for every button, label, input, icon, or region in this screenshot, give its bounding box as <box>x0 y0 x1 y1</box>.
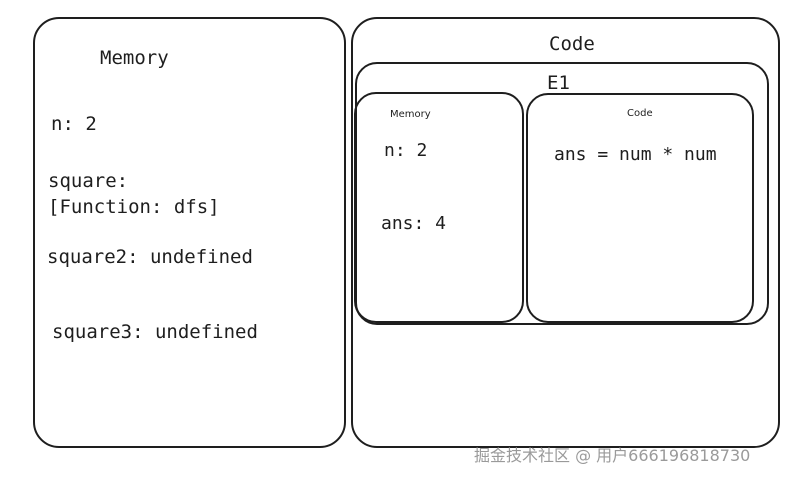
execution-context-title: E1 <box>547 72 570 94</box>
memory-entry-square-value: [Function: dfs] <box>48 196 220 218</box>
execution-context-e1 <box>355 62 769 325</box>
memory-entry-square2: square2: undefined <box>47 246 253 268</box>
global-code-panel <box>351 17 780 448</box>
global-memory-panel <box>33 17 346 448</box>
e1-code-line: ans = num * num <box>554 144 717 165</box>
e1-memory-entry-ans: ans: 4 <box>381 213 447 234</box>
memory-entry-square3: square3: undefined <box>52 321 258 343</box>
memory-entry-square: square: <box>48 170 129 192</box>
global-code-title: Code <box>549 33 595 55</box>
e1-code-panel <box>526 93 754 323</box>
memory-entry-n: n: 2 <box>51 113 97 135</box>
e1-code-title: Code <box>627 108 653 119</box>
e1-memory-panel <box>354 92 524 323</box>
global-memory-title: Memory <box>100 47 169 69</box>
watermark: 掘金技术社区 @ 用户666196818730 <box>474 446 751 465</box>
e1-memory-title: Memory <box>390 109 431 120</box>
e1-memory-entry-n: n: 2 <box>384 140 428 161</box>
